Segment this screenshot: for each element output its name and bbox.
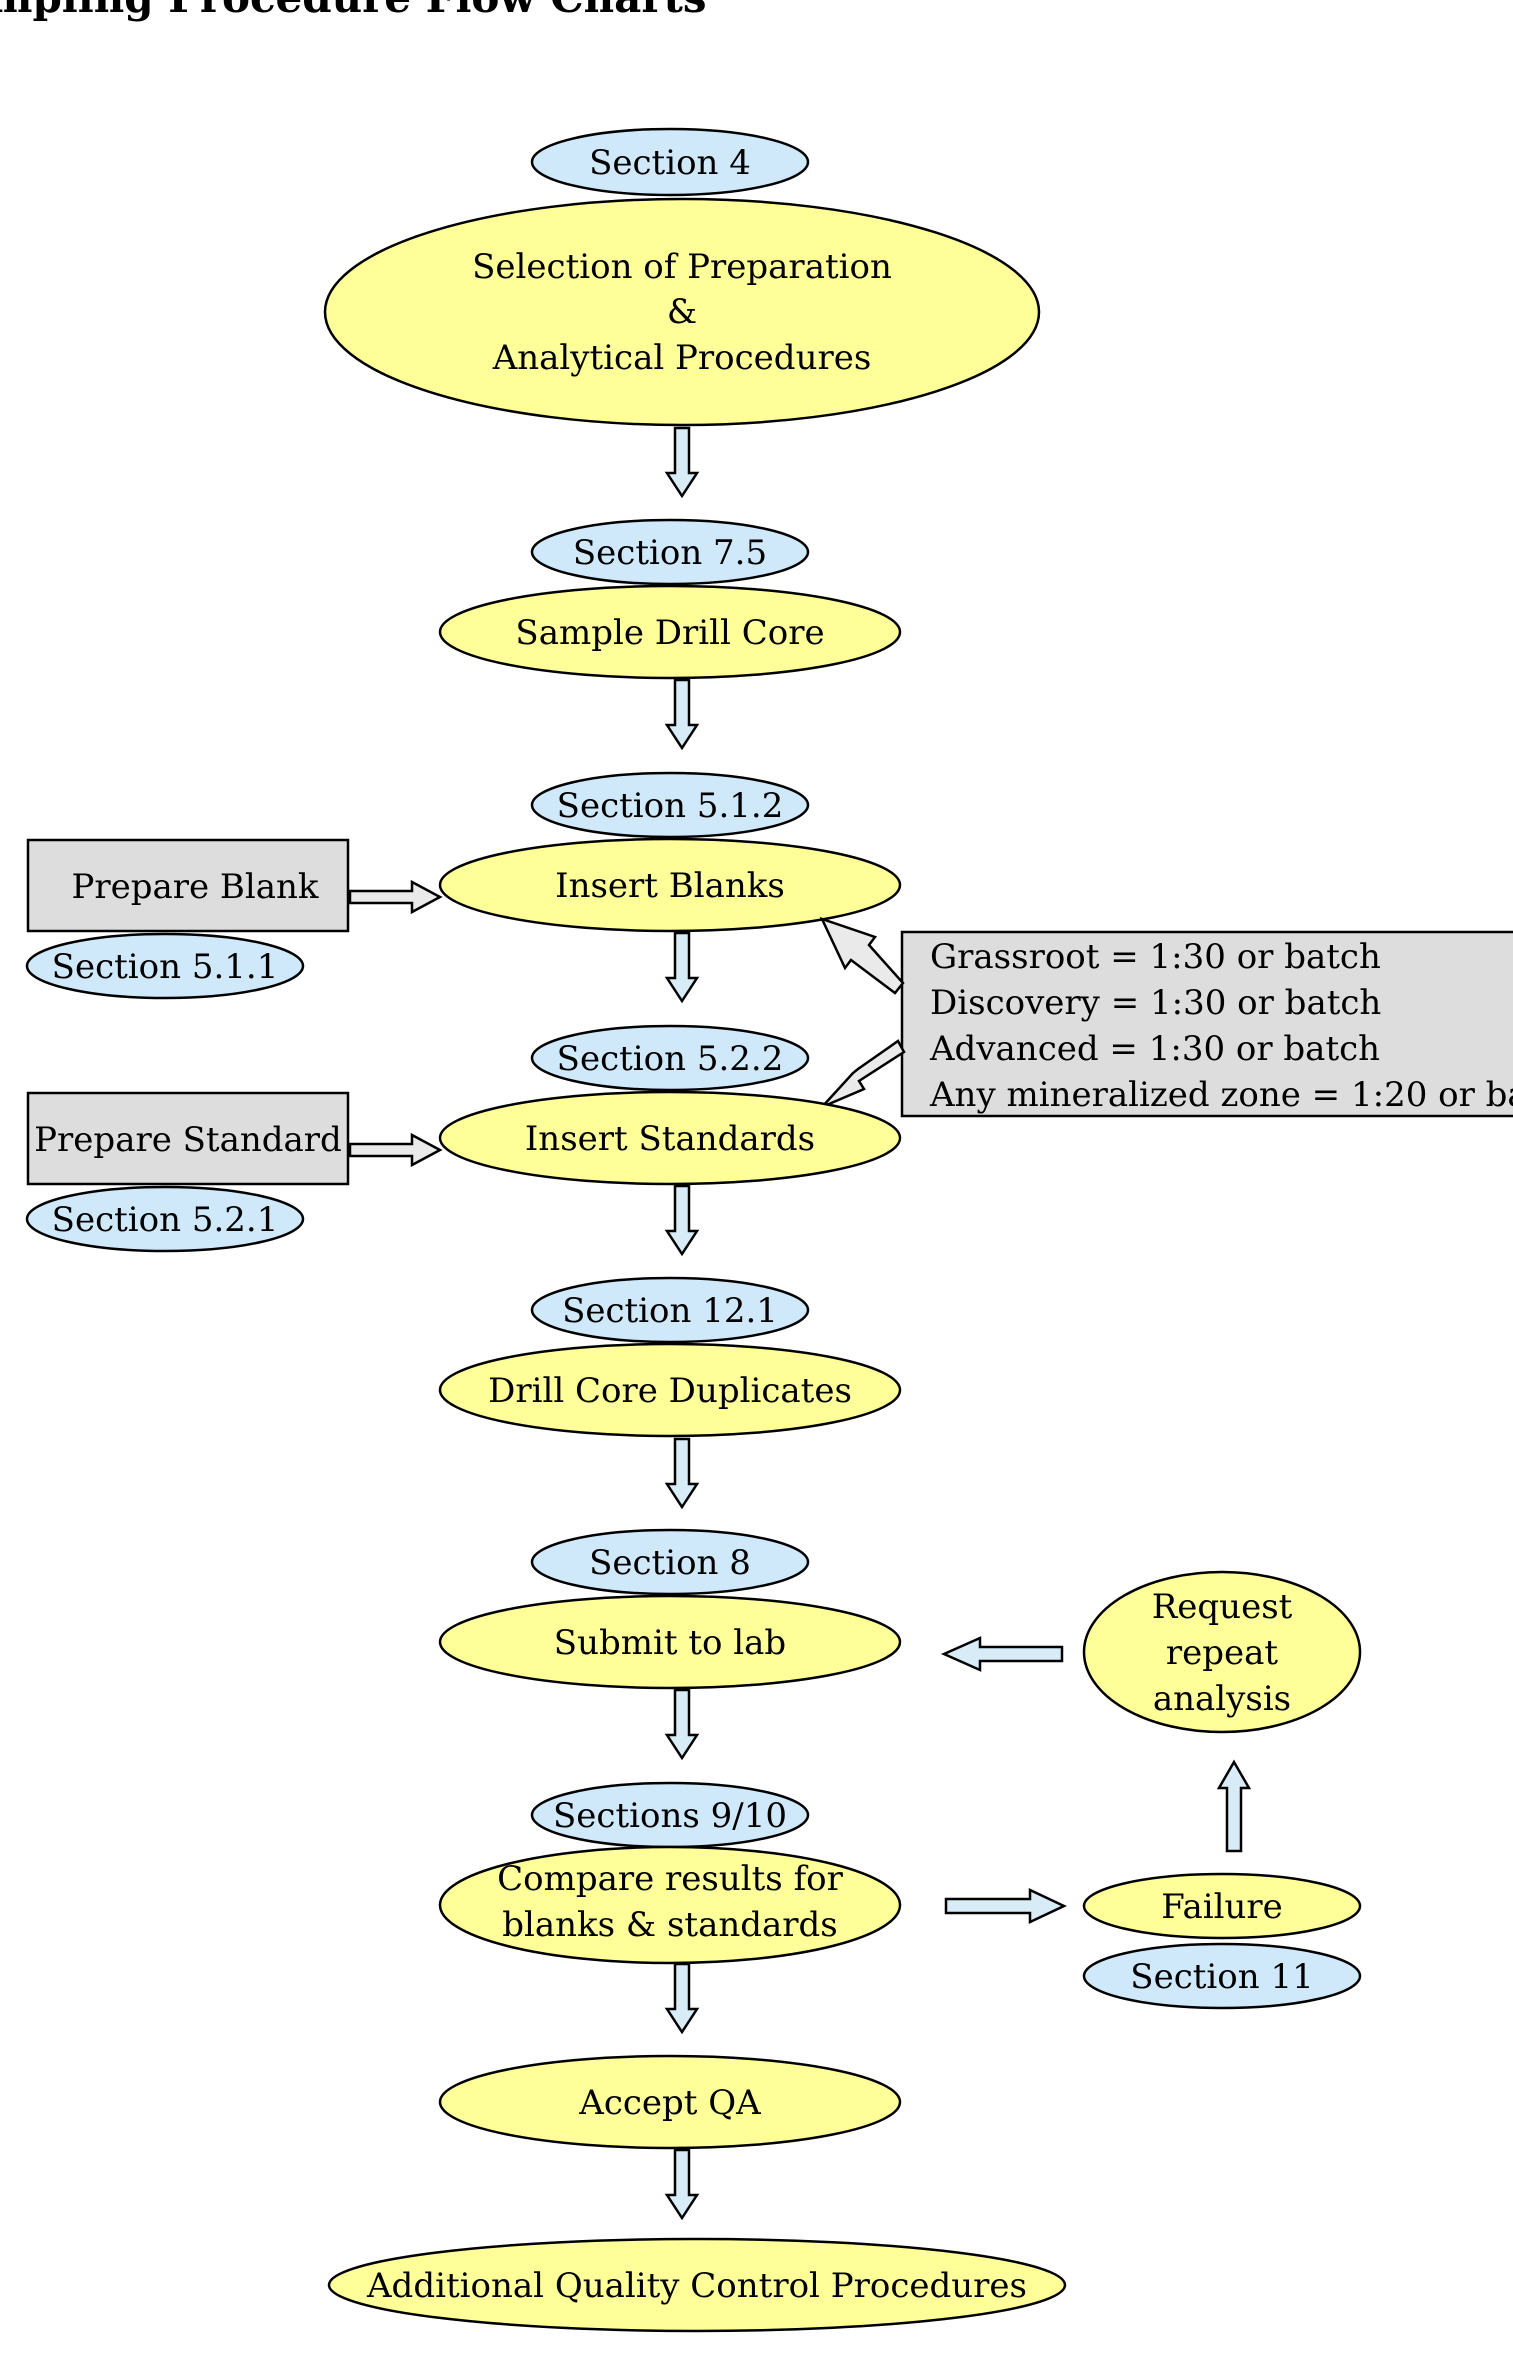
section-7-5-label: Section 7.5 [573,533,767,573]
flow-arrow-left [940,1636,1064,1672]
flow-arrow-down [664,678,700,751]
section-8-badge [530,1528,810,1596]
insert-blanks-node [438,837,902,933]
section-5-1-2-badge [530,771,810,839]
flow-arrow-down [664,1688,700,1761]
flow-arrow-down [664,1437,700,1510]
sample-drill-core-label: Sample Drill Core [515,613,824,653]
selection-node [323,197,1041,427]
submit-to-lab-label: Submit to lab [554,1623,786,1663]
section-9-10-label: Sections 9/10 [553,1796,787,1836]
section-5-2-1-label: Section 5.2.1 [52,1200,279,1240]
frequency-note-box [900,930,1513,1118]
insert-blanks-label: Insert Blanks [555,866,785,906]
section-5-1-1-label: Section 5.1.1 [52,947,279,987]
request-repeat-line-3: analysis [1153,1679,1291,1719]
flow-arrow-down [664,1184,700,1257]
drill-core-duplicates-node [438,1342,902,1438]
section-5-2-2-badge [530,1024,810,1092]
prepare-blank-label: Prepare Blank [71,867,318,907]
prepare-blank-box [26,838,350,933]
frequency-discovery: Discovery = 1:30 or batch [930,983,1381,1023]
section-11-badge [1082,1942,1362,2010]
frequency-grassroot: Grassroot = 1:30 or batch [930,937,1381,977]
accept-qa-label: Accept QA [578,2083,761,2123]
section-5-2-2-label: Section 5.2.2 [557,1039,784,1079]
section-5-2-1-badge [25,1185,305,1253]
selection-line-1: Selection of Preparation [472,247,892,287]
page-title: mpling Procedure Flow Charts [0,0,707,22]
section-5-1-2-label: Section 5.1.2 [557,786,784,826]
section-12-1-badge [530,1276,810,1344]
flow-arrow-down [664,2148,700,2221]
failure-label: Failure [1161,1887,1283,1927]
frequency-mineralized: Any mineralized zone = 1:20 or batch [929,1075,1513,1115]
flow-arrow-up [1216,1759,1252,1853]
selection-line-3: Analytical Procedures [492,338,872,378]
request-repeat-node [1082,1570,1362,1734]
prepare-standard-label: Prepare Standard [34,1120,342,1160]
sample-drill-core-node [438,584,902,680]
insert-standards-label: Insert Standards [525,1119,815,1159]
selection-line-2: & [667,292,697,332]
flow-arrow-diagonal [819,916,905,995]
compare-results-node [438,1845,902,1965]
frequency-advanced: Advanced = 1:30 or batch [929,1029,1380,1069]
failure-node [1082,1872,1362,1940]
request-repeat-line-1: Request [1152,1587,1293,1627]
section-11-label: Section 11 [1130,1957,1313,1997]
section-5-1-1-badge [25,932,305,1000]
accept-qa-node [438,2054,902,2150]
flow-arrow-right [348,879,443,915]
additional-qc-label: Additional Quality Control Procedures [366,2266,1027,2306]
additional-qc-node [327,2237,1067,2333]
section-7-5-badge [530,518,810,586]
drill-core-duplicates-label: Drill Core Duplicates [488,1371,852,1411]
submit-to-lab-node [438,1594,902,1690]
flow-arrow-right [944,1888,1067,1924]
section-4-label: Section 4 [589,143,751,183]
flow-arrow-down [664,931,700,1004]
section-8-label: Section 8 [589,1543,751,1583]
flow-arrow-down [664,426,700,499]
request-repeat-line-2: repeat [1166,1633,1279,1673]
compare-results-line-1: Compare results for [497,1859,844,1899]
section-4-badge [530,127,810,197]
flow-arrow-down [664,1962,700,2035]
flow-arrow-diagonal [821,1039,906,1109]
section-12-1-label: Section 12.1 [562,1291,778,1331]
prepare-standard-box [26,1091,350,1186]
flow-arrow-right [348,1132,443,1168]
compare-results-line-2: blanks & standards [502,1905,838,1945]
insert-standards-node [438,1090,902,1186]
